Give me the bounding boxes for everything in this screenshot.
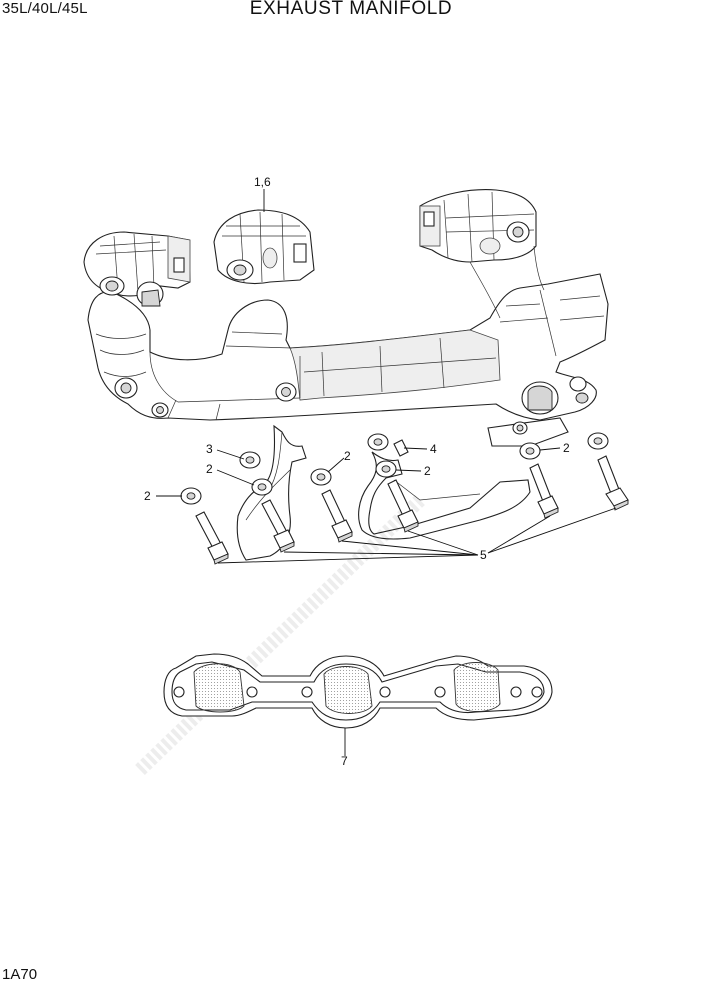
bolt xyxy=(529,463,559,519)
bolt xyxy=(195,511,229,565)
callout-washer: 2 xyxy=(144,489,151,503)
watermark xyxy=(135,494,425,776)
washer xyxy=(375,460,397,478)
washer xyxy=(239,451,261,469)
washers xyxy=(180,432,609,505)
bolt xyxy=(261,499,295,553)
washer xyxy=(367,433,389,451)
callout-stud: 4 xyxy=(430,442,437,456)
callout-bolts: 5 xyxy=(480,548,487,562)
callout-washer: 2 xyxy=(563,441,570,455)
exhaust-manifold xyxy=(83,189,609,447)
washer xyxy=(310,468,332,486)
washer xyxy=(251,478,273,496)
callout-manifold: 1,6 xyxy=(254,175,271,189)
bolt xyxy=(597,455,629,511)
bolt xyxy=(387,479,419,533)
page-code: 1A70 xyxy=(2,966,38,983)
model-label: 35L/40L/45L xyxy=(2,0,88,17)
bolt xyxy=(321,489,353,543)
stud xyxy=(393,439,409,457)
washer xyxy=(519,442,541,460)
leader-lines xyxy=(156,189,617,756)
page-title: EXHAUST MANIFOLD xyxy=(249,0,453,19)
callout-bracket: 3 xyxy=(206,442,213,456)
callout-gasket: 7 xyxy=(341,754,348,768)
callout-washer: 2 xyxy=(424,464,431,478)
callout-washer: 2 xyxy=(206,462,213,476)
exhaust-gasket xyxy=(163,653,553,729)
bolts xyxy=(195,455,629,565)
callout-washer: 2 xyxy=(344,449,351,463)
washer xyxy=(180,487,202,505)
washer xyxy=(587,432,609,450)
